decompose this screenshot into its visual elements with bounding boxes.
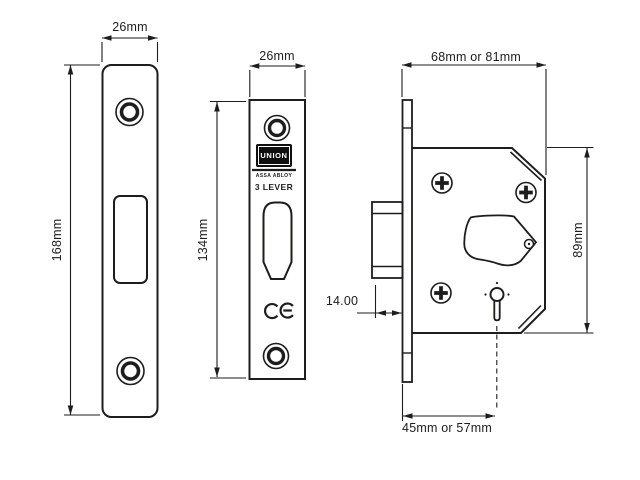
faceplate-height-dimension [210,100,246,379]
faceplate-height-label: 134mm [196,218,210,262]
backset-label: 45mm or 57mm [402,421,492,435]
ce-mark-icon [263,302,294,320]
forend-width-label: 26mm [112,20,148,34]
forend-width-dimension [101,35,159,62]
faceplate-outline [248,99,306,380]
forend-screw-hole-top [115,97,144,127]
deadbolt-side-view [371,201,404,279]
case-screw-top-left [431,172,453,194]
forend-plate-outline [101,64,159,418]
faceplate-screw-hole-top [263,114,291,142]
bolt-throw-label: 14.00 [325,294,359,308]
faceplate-width-label: 26mm [259,49,295,63]
faceplate-screw-hole-bottom [262,342,290,370]
forend-view [64,35,159,418]
lever-count-label: 3 LEVER [254,182,294,192]
case-view [357,62,594,421]
backset-dimension [401,384,495,421]
forend-height-label: 168mm [50,218,64,262]
case-screw-top-right [515,181,537,204]
faceplate-width-dimension [249,63,306,97]
assa-abloy-label: ASSA ABLOY [255,173,293,179]
union-logo: UNION [256,144,292,167]
case-forend-strip [401,99,413,383]
case-chamfer-top-inner [509,151,543,182]
lever-mechanism [463,214,538,267]
faceplate-view [210,63,306,380]
forend-bolt-cutout [113,195,148,284]
bolt-throw-dimension [357,285,402,318]
forend-screw-hole-bottom [116,356,145,386]
case-depth-label: 68mm or 81mm [431,50,521,64]
case-body-outline [412,147,546,334]
union-logo-frame: UNION [258,146,290,165]
forend-height-dimension [64,64,100,416]
case-height-label: 89mm [571,222,585,258]
case-chamfer-bottom-inner [517,304,542,330]
keyhole [484,281,510,322]
case-depth-dimension [401,62,547,175]
union-logo-text: UNION [260,151,288,160]
case-height-dimension [524,146,594,334]
faceplate-latch-cutout [262,201,293,280]
case-screw-bottom-left [430,282,452,304]
